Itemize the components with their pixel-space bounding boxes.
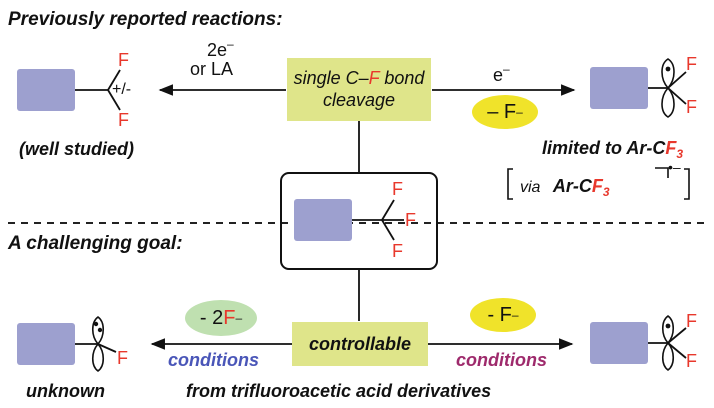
top-right-radical	[648, 58, 687, 118]
reagent-or-la: or LA	[190, 59, 234, 79]
caption-well-studied: (well studied)	[19, 139, 135, 159]
center-cf3-bonds	[352, 199, 404, 241]
top-left-bonds	[75, 69, 121, 111]
bottom-right-radical	[648, 315, 687, 371]
ellipse-minus-f-text: – F	[487, 100, 517, 123]
single-cf-cleavage-box: single C–F bond cleavage	[287, 58, 431, 121]
bottom-right-f-lower: F	[686, 351, 697, 371]
center-f-upper: F	[392, 179, 403, 199]
caption-limited-to-text: limited to Ar-C	[542, 138, 666, 158]
ellipse-minus-f-bottom: - F–	[470, 298, 536, 332]
via-sub: 3	[602, 185, 610, 199]
controllable-label: controllable	[308, 333, 411, 354]
reagent-e-sup: –	[503, 62, 510, 76]
reagent-e: e–	[493, 63, 510, 84]
aryl-box-bottom-left	[17, 323, 75, 365]
ellipse-minus-f: – F–	[472, 95, 538, 129]
ellipse-minus-f-sup: –	[516, 105, 523, 119]
top-left-charge: +/-	[112, 81, 132, 98]
bottom-right-f-upper: F	[686, 311, 697, 331]
substrate-frame	[280, 172, 438, 270]
controllable-box: controllable	[292, 322, 428, 366]
bottom-left-f: F	[117, 348, 128, 368]
reagent-e-text: e	[493, 65, 504, 85]
conditions-right: conditions	[456, 350, 547, 370]
aryl-box-top-left	[17, 69, 75, 111]
reagent-2e-sup: –	[227, 37, 234, 51]
box-line2: cleavage	[322, 89, 396, 110]
aryl-box-bottom-right	[590, 322, 648, 364]
reagent-2e-text: 2e	[207, 40, 228, 60]
top-left-f-lower: F	[118, 110, 129, 130]
ellipse-minus-f-bottom-text: - F	[487, 303, 512, 326]
ellipse-minus-2f-f: F	[223, 306, 236, 329]
heading-previous: Previously reported reactions:	[8, 9, 283, 30]
top-right-f-upper: F	[686, 54, 697, 74]
caption-unknown: unknown	[26, 381, 105, 401]
via-ar-c: Ar-C	[552, 176, 592, 196]
box-line1-dash: –	[358, 67, 369, 88]
ellipse-minus-2f-text: - 2	[199, 306, 224, 329]
via-bracket	[507, 167, 690, 200]
aryl-box-top-right	[590, 67, 648, 109]
top-left-f-upper: F	[118, 50, 129, 70]
ellipse-minus-2f-sup: –	[235, 311, 243, 325]
aryl-box-center	[294, 199, 352, 241]
top-right-f-lower: F	[686, 97, 697, 117]
center-f-middle: F	[405, 210, 416, 230]
reagent-2e: 2e–	[207, 38, 234, 59]
caption-limited-to-f: F	[665, 138, 677, 158]
via-f: F	[591, 176, 603, 196]
caption-limited-to-sub: 3	[676, 147, 684, 161]
caption-limited-to: limited to Ar-CF3	[542, 139, 683, 160]
caption-from-tfa: from trifluoroacetic acid derivatives	[186, 381, 492, 401]
bottom-left-carbene	[75, 316, 117, 372]
via-text: via Ar-CF3	[520, 177, 610, 198]
box-line1-post: bond	[379, 67, 425, 88]
ellipse-minus-f-bottom-sup: –	[511, 308, 519, 322]
conditions-left: conditions	[168, 350, 259, 370]
via-radical-anion: •–	[668, 159, 681, 175]
heading-goal: A challenging goal:	[8, 233, 183, 254]
center-f-lower: F	[392, 241, 403, 261]
via-word: via	[520, 179, 541, 196]
box-line1-fluorine: F	[368, 67, 380, 88]
box-line1-pre: single C	[293, 67, 359, 88]
